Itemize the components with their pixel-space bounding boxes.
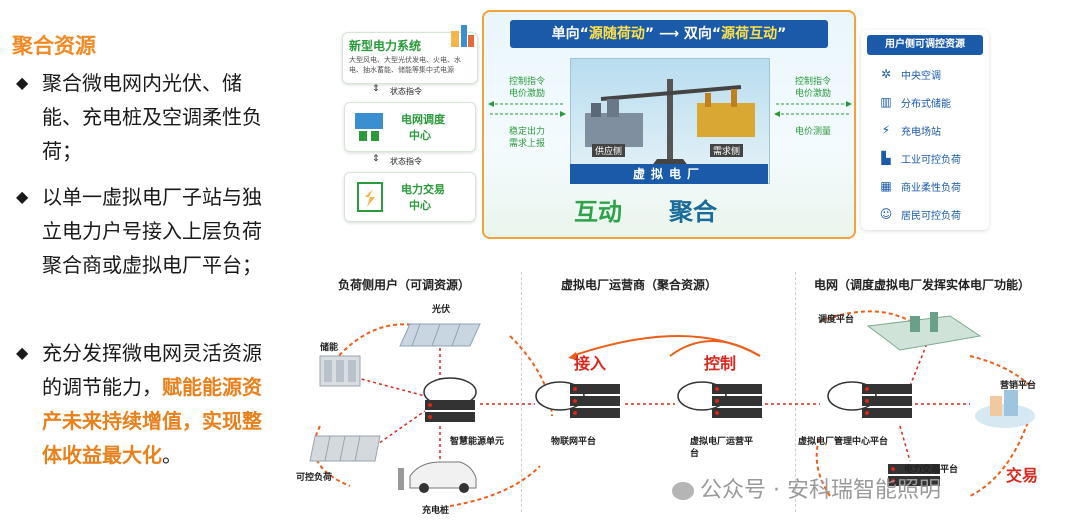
pv-label: 光伏 [432, 305, 451, 315]
user-item-storage: ▥分布式储能 [877, 92, 951, 112]
user-item-industrial: ▙工业可控负荷 [877, 148, 961, 168]
updown-arrow-icon: ⇕ [372, 154, 380, 164]
highlight-text: 赋能能源资产未来持续增值，实现整体收益最大化 [42, 375, 262, 467]
right-control-label: 控制指令 [794, 77, 831, 87]
vpp-operator-label-1: 虚拟电厂运营平 [690, 437, 754, 447]
watermark: 公众号 · 安科瑞智能照明 [672, 472, 941, 504]
user-item-charging: ⚡充电场站 [877, 120, 941, 140]
bottom-flow-diagram [309, 310, 1035, 507]
right-measure-label: 电价测量 [794, 127, 831, 137]
storage-icon: ▥ [880, 95, 892, 109]
trading-document-icon [357, 182, 383, 212]
ev-car-icon [398, 461, 477, 493]
system-title: 新型电力系统 [349, 39, 422, 53]
people-icon: ☺ [879, 207, 893, 221]
trading-center-label-1: 电力交易 [401, 183, 445, 196]
wechat-icon [672, 482, 694, 500]
trade-label: 交易 [1006, 466, 1039, 485]
interaction-text: 互动 [574, 197, 622, 226]
left-control-label: 控制指令 [508, 77, 545, 87]
dispatch-center-label-2: 中心 [409, 129, 431, 142]
user-item-residential: ☺居民可控负荷 [877, 204, 961, 224]
diamond-bullet-icon: ◆ [16, 343, 29, 362]
diamond-bullet-icon: ◆ [16, 187, 29, 206]
fan-icon: ✲ [880, 67, 892, 81]
right-price-label: 电价激励 [794, 89, 831, 99]
direction-banner: 单向“源随荷动” ⟶ 双向“源荷互动” [510, 20, 828, 48]
dispatch-monitor-icon [355, 113, 383, 141]
trading-platform-server-icon [888, 464, 940, 486]
section-divider [521, 272, 522, 512]
user-item-commercial: ▦商业柔性负荷 [877, 176, 961, 196]
smart-energy-unit-icon [423, 377, 477, 422]
user-item-central-ac: ✲中央空调 [877, 64, 941, 84]
control-label: 控制 [704, 354, 737, 373]
aggregation-text: 聚合 [669, 197, 717, 226]
status-cmd-label-1: 状态指令 [390, 87, 422, 96]
vpp-label: 虚拟电厂 [570, 164, 768, 184]
supply-side-label: 供应侧 [592, 144, 626, 157]
grid-system-panel: 新型电力系统 大型风电、大型光伏发电、火电、水 电、抽水蓄能、储能等集中式电源 … [342, 22, 478, 234]
access-label: 接入 [574, 354, 607, 373]
power-plant-icon [451, 25, 474, 47]
right-bidirectional-arrow-icon [774, 101, 852, 117]
user-resources-panel: 用户侧可调控资源 ✲中央空调 ▥分布式储能 ⚡充电场站 ▙工业可控负荷 ▦商业柔… [861, 30, 989, 230]
section-title: 聚合资源 [12, 34, 96, 58]
dispatch-center-label-1: 电网调度 [401, 113, 445, 126]
charging-pile-label: 充电桩 [422, 506, 450, 516]
demand-side-label: 需求侧 [710, 144, 744, 157]
vpp-interaction-panel: 单向“源随荷动” ⟶ 双向“源荷互动” 控制指令 电价激励 稳定出力 需求上报 … [482, 10, 856, 239]
grid-heading: 电网（调度虚拟电厂发挥实体电厂功能） [814, 278, 1031, 292]
controllable-load-label: 可控负荷 [296, 473, 333, 483]
building-icon: ▦ [880, 179, 892, 193]
section-divider [795, 272, 796, 512]
system-desc-line-1: 大型风电、大型光伏发电、火电、水 [349, 56, 461, 64]
pv-panel-icon [399, 323, 481, 347]
status-cmd-label-2: 状态指令 [390, 157, 422, 166]
dispatch-platform-icon [866, 312, 982, 351]
user-resources-title: 用户侧可调控资源 [867, 35, 983, 55]
vpp-mgmt-label: 虚拟电厂管理中心平台 [798, 437, 889, 447]
left-demand-report-label: 需求上报 [508, 139, 545, 149]
left-bidirectional-arrow-icon [488, 101, 566, 117]
bullet-1-text: 聚合微电网内光伏、储能、充电桩及空调柔性负荷； [42, 71, 262, 163]
bullet-2-text: 以单一虚拟电厂子站与独立电力户号接入上层负荷聚合商或虚拟电厂平台； [42, 185, 262, 277]
bullet-1: ◆ 聚合微电网内光伏、储能、充电桩及空调柔性负荷； [16, 66, 268, 168]
iot-platform-label: 物联网平台 [551, 437, 597, 447]
vpp-operator-label-2: 台 [690, 449, 700, 459]
controllable-load-icon [309, 435, 381, 462]
vpp-operator-server-icon [677, 381, 762, 418]
left-price-label: 电价激励 [508, 89, 545, 99]
bullet-3-text: 充分发挥微电网灵活资源的调节能力，赋能能源资产未来持续增值，实现整体收益最大化。 [42, 341, 262, 467]
vpp-operator-heading: 虚拟电厂运营商（聚合资源） [561, 278, 718, 292]
diamond-bullet-icon: ◆ [16, 73, 29, 92]
marketing-platform-icon [975, 390, 1035, 428]
left-stable-label: 稳定出力 [508, 127, 545, 137]
trading-center-label-2: 中心 [409, 199, 431, 212]
grid-dispatch-center-box: 电网调度 中心 [344, 102, 476, 152]
dispatch-platform-label: 调度平台 [818, 315, 855, 325]
load-side-heading: 负荷侧用户（可调资源） [338, 278, 471, 292]
marketing-platform-label: 营销平台 [1000, 381, 1037, 391]
storage-label: 储能 [320, 343, 339, 353]
vpp-management-server-icon [827, 381, 912, 418]
power-trading-center-box: 电力交易 中心 [344, 172, 476, 222]
new-power-system-box: 新型电力系统 大型风电、大型光伏发电、火电、水 电、抽水蓄能、储能等集中式电源 [342, 25, 478, 84]
smart-energy-unit-label: 智慧能源单元 [450, 437, 505, 447]
updown-arrow-icon: ⇕ [372, 84, 380, 94]
balance-scale-icon [585, 79, 755, 167]
iot-platform-server-icon [535, 381, 620, 418]
charging-icon: ⚡ [881, 123, 891, 137]
storage-cabinet-icon [319, 355, 361, 387]
bullet-2: ◆ 以单一虚拟电厂子站与独立电力户号接入上层负荷聚合商或虚拟电厂平台； [16, 180, 268, 282]
bullet-3: ◆ 充分发挥微电网灵活资源的调节能力，赋能能源资产未来持续增值，实现整体收益最大… [16, 336, 268, 472]
trading-platform-label: 电力交易平台 [904, 465, 959, 475]
system-desc-line-2: 电、抽水蓄能、储能等集中式电源 [349, 66, 454, 74]
balance-scale-image [570, 58, 770, 184]
factory-icon: ▙ [881, 151, 891, 165]
